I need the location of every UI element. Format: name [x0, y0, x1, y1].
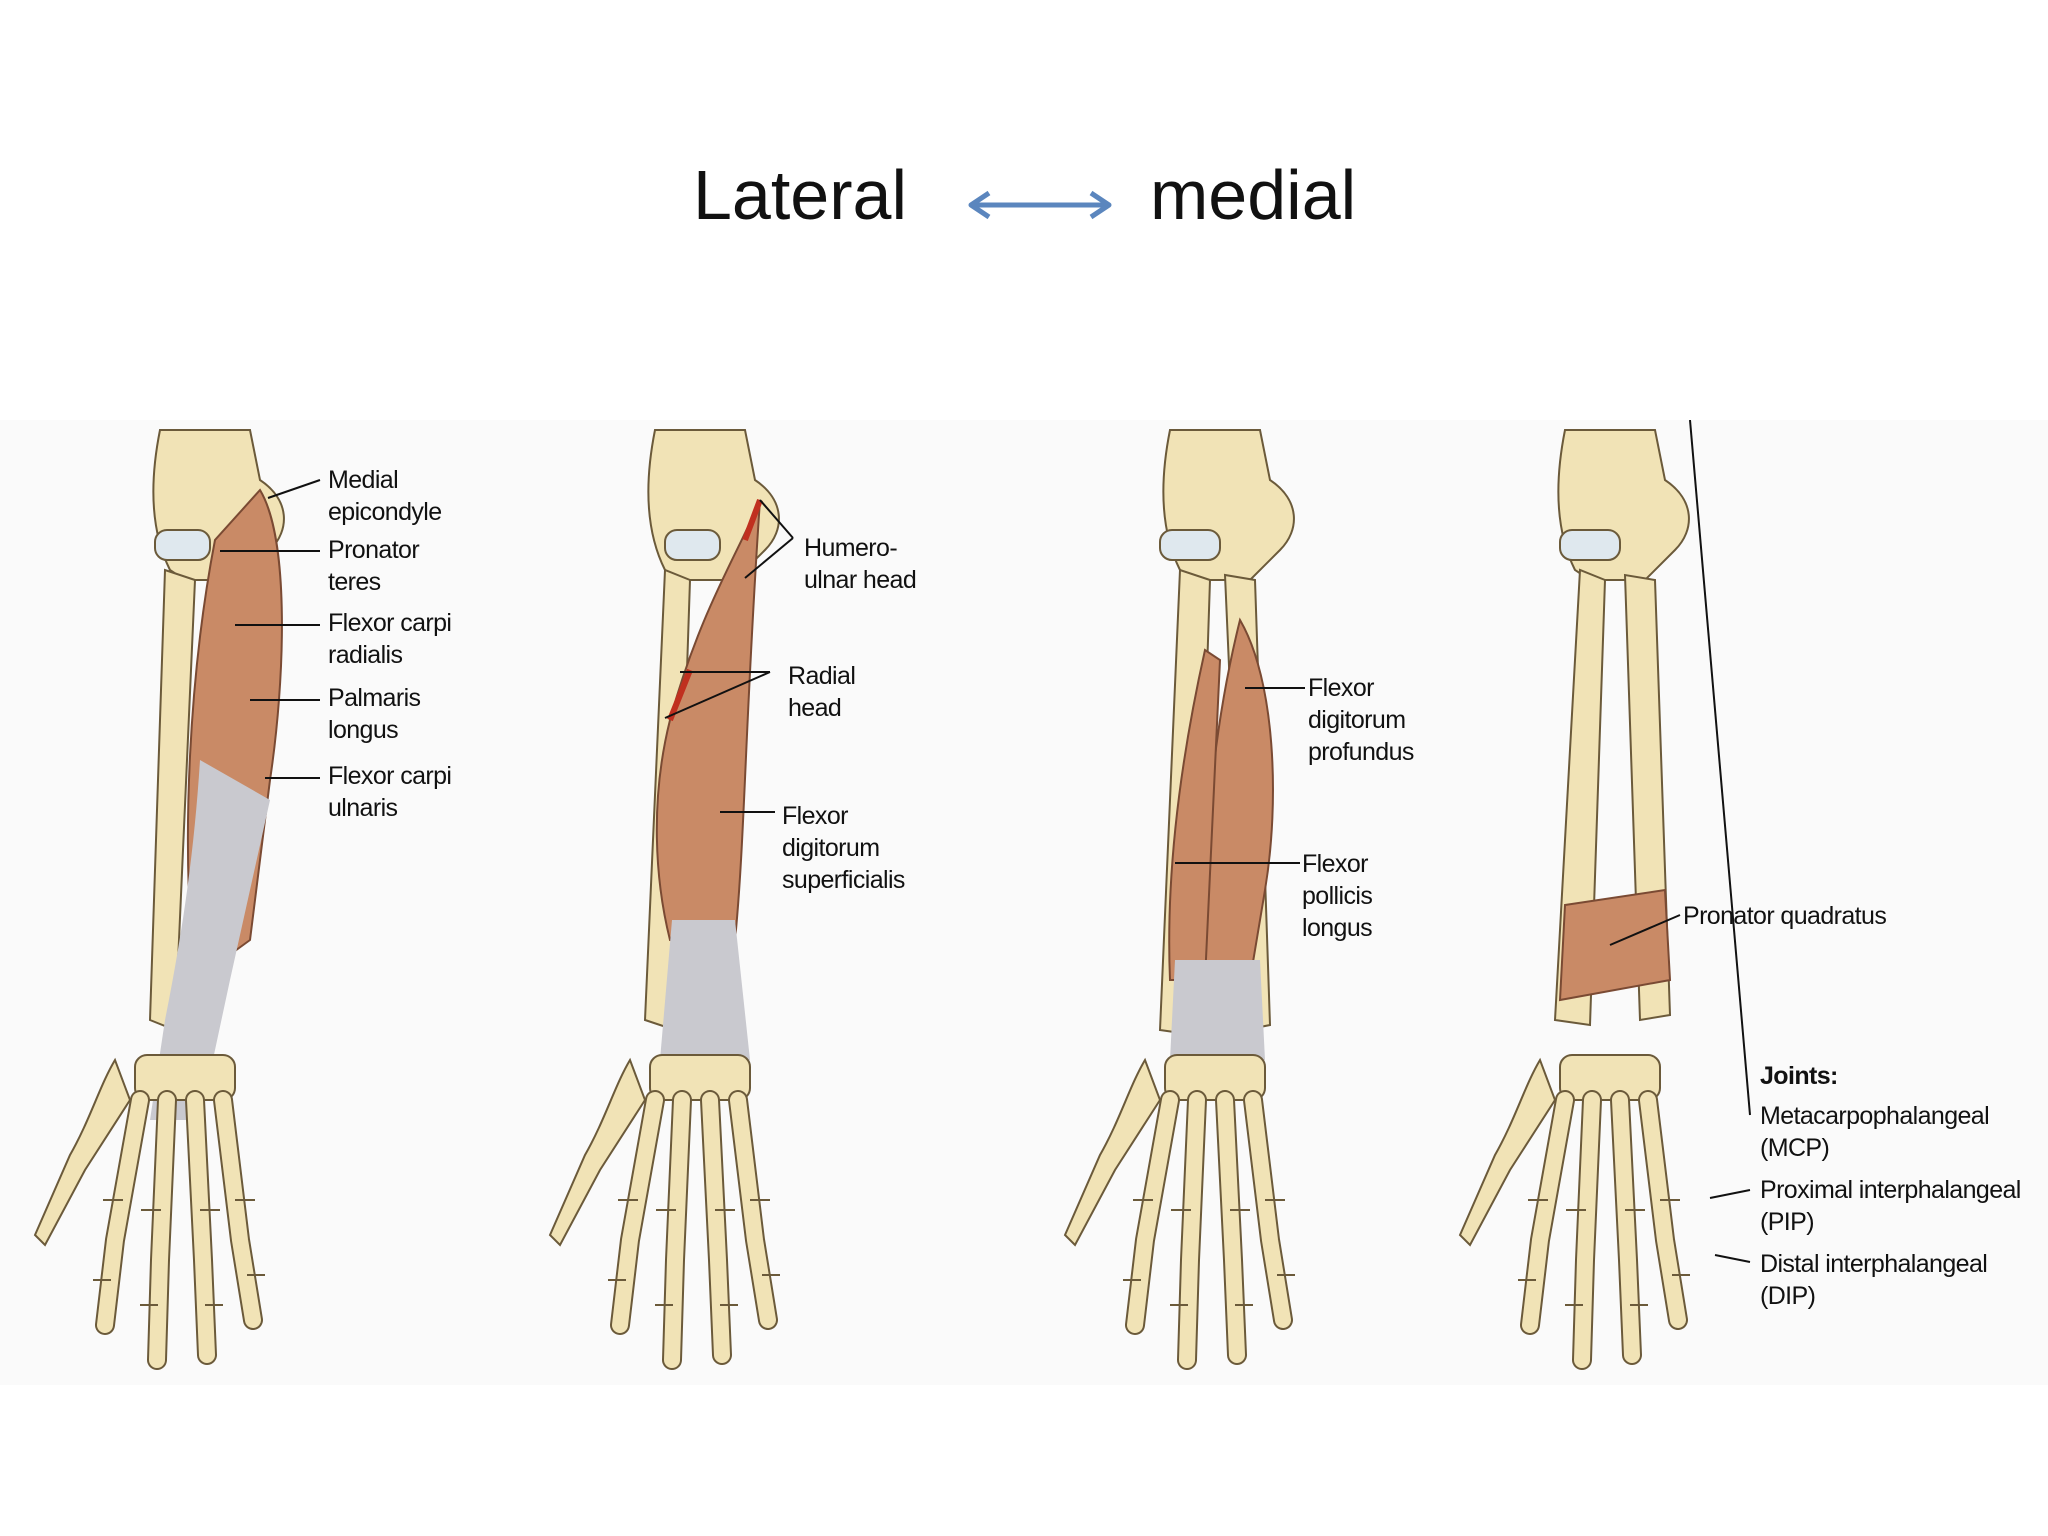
forearm-illustration	[0, 420, 1751, 1385]
label-humero-ulnar-head: Humero-ulnar head	[804, 534, 917, 594]
panel-flexor-digitorum-superficialis	[550, 429, 780, 1360]
heading-lateral: Lateral	[693, 156, 908, 234]
leader-lines	[220, 420, 1751, 1263]
label-pip-joint: Proximal interphalangeal(PIP)	[1760, 1176, 2021, 1236]
label-mcp-joint: Metacarpophalangeal(MCP)	[1760, 1102, 1990, 1162]
label-dip-joint: Distal interphalangeal(DIP)	[1760, 1250, 1988, 1310]
joints-title: Joints:	[1760, 1062, 1838, 1090]
panel-superficial-flexors	[35, 429, 285, 1360]
double-arrow-icon	[968, 190, 1112, 220]
label-pronator-quadratus: Pronator quadratus	[1683, 902, 1887, 930]
heading-medial: medial	[1150, 156, 1357, 234]
panel-deep-flexors	[1065, 429, 1295, 1360]
panel-pronator-quadratus	[1460, 429, 1690, 1360]
